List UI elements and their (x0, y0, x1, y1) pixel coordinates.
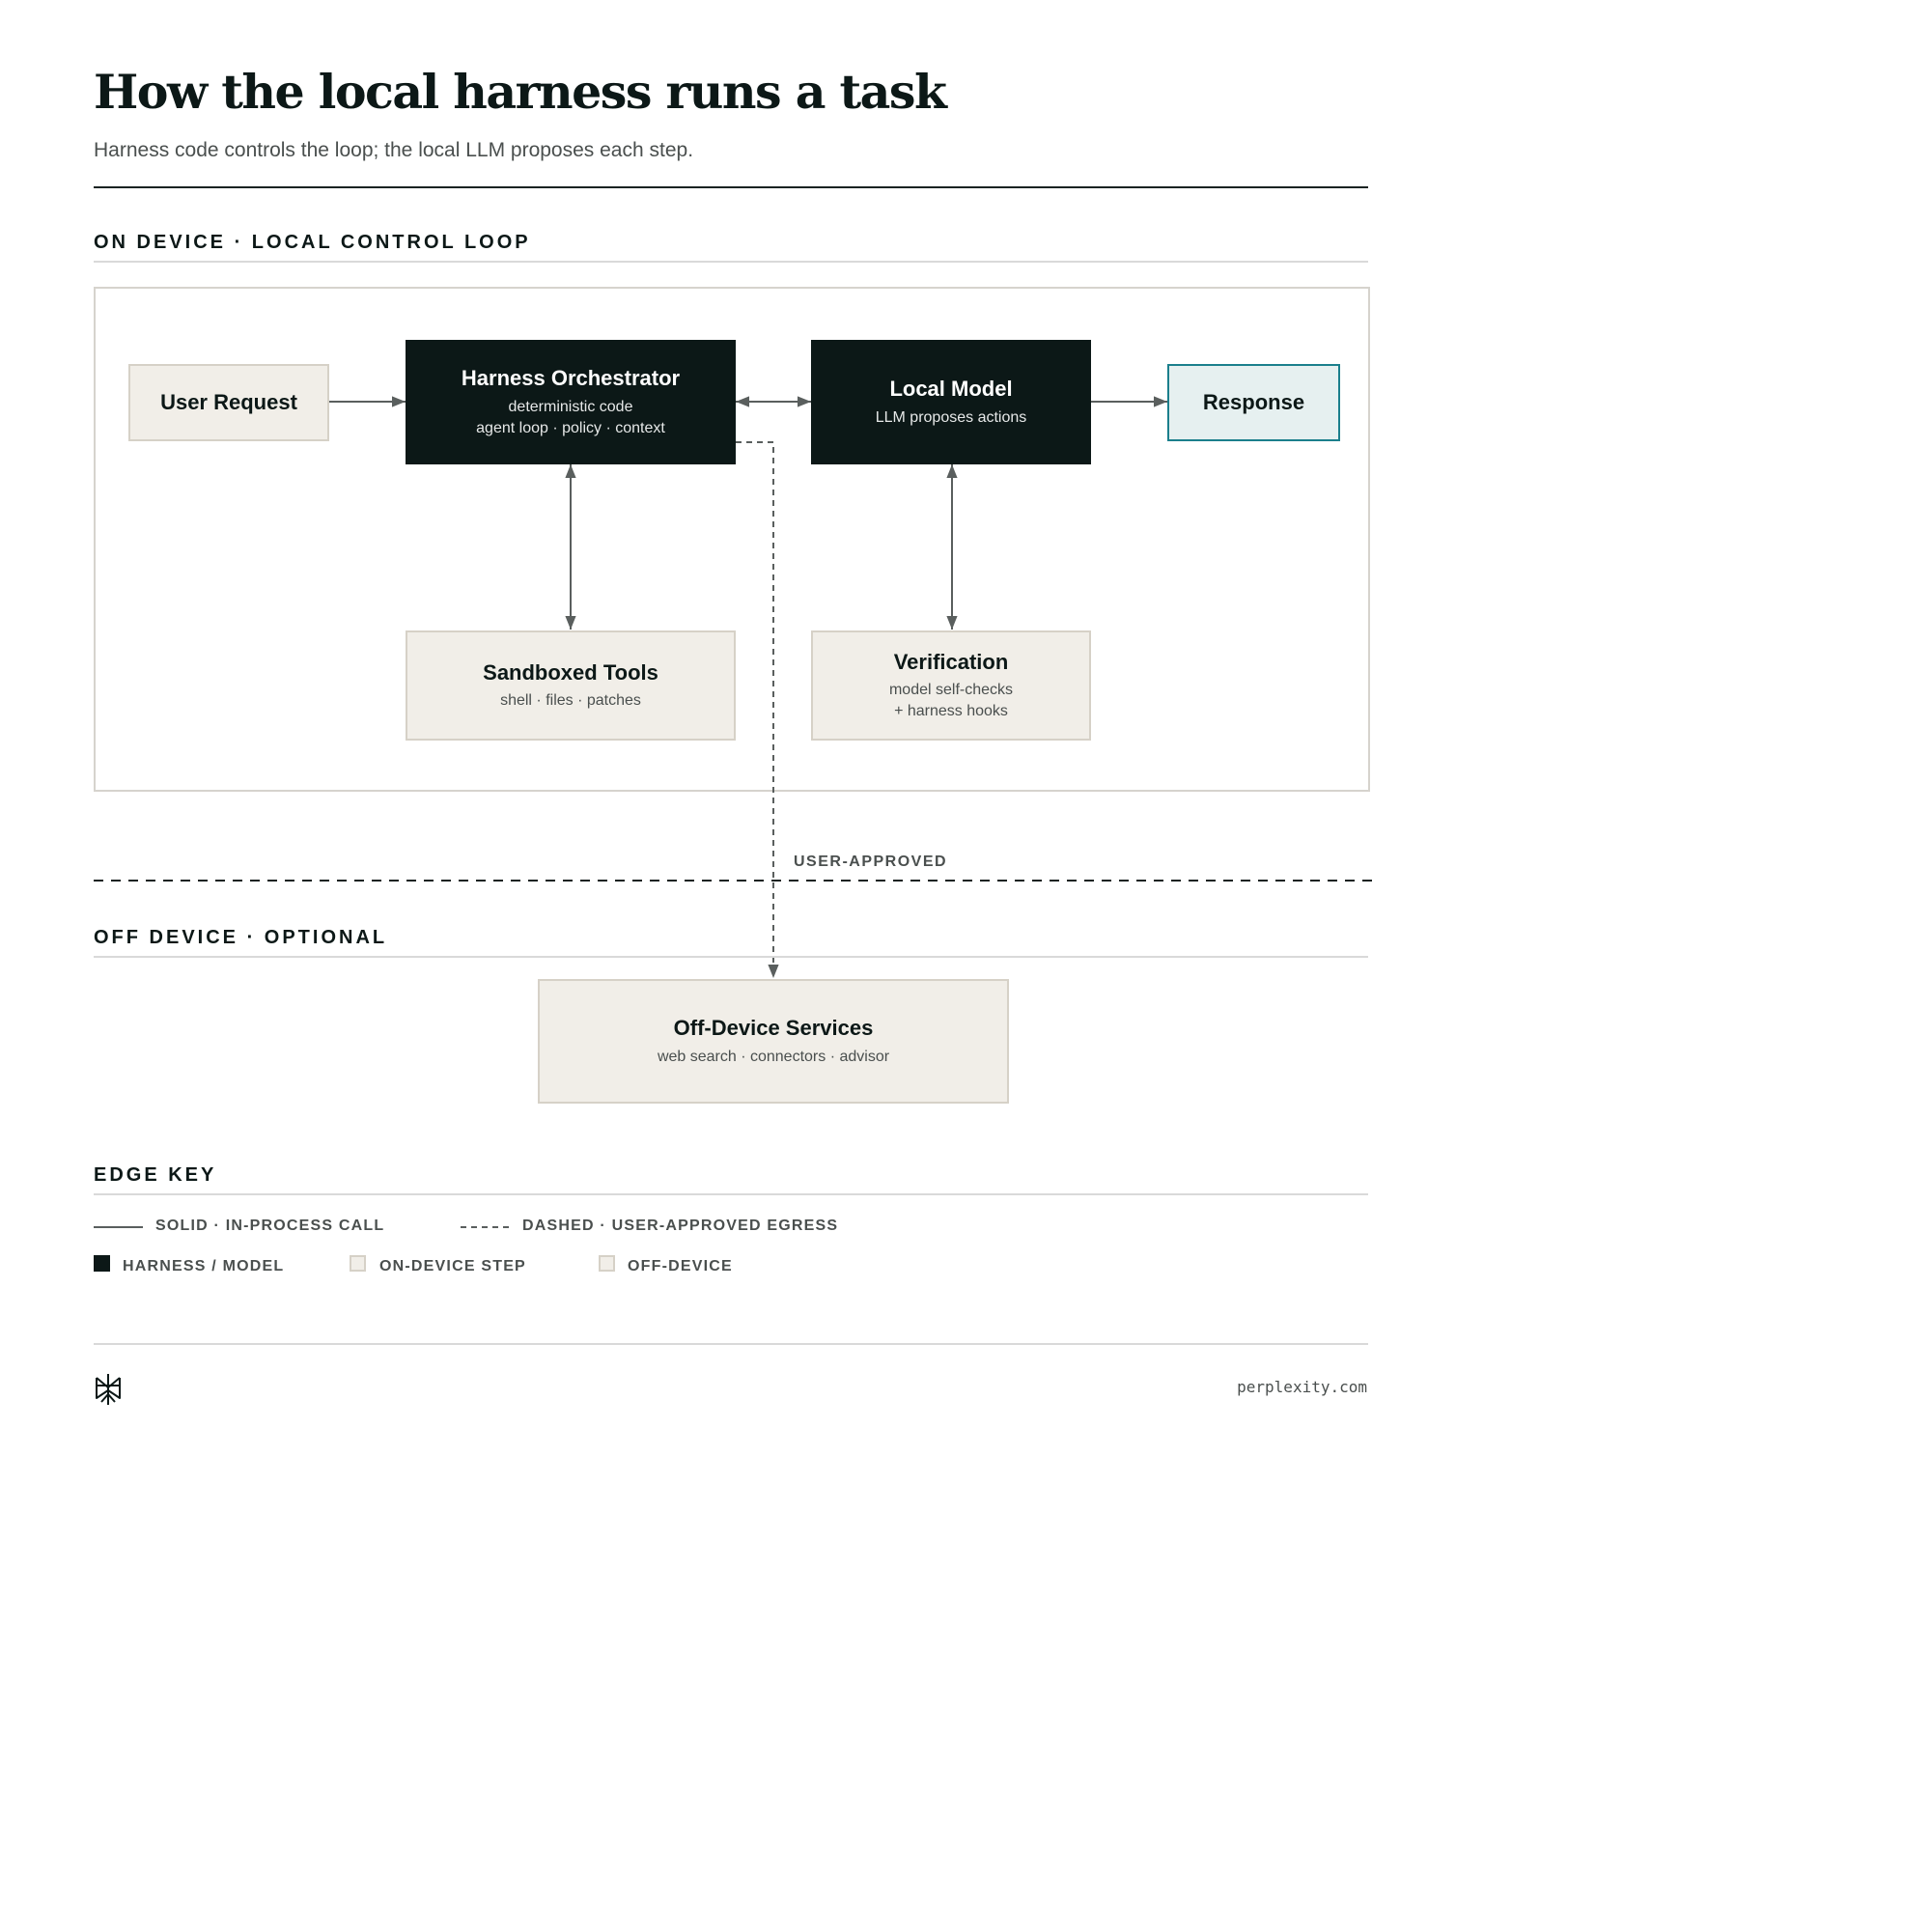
node-response: Response (1167, 364, 1340, 441)
node-orchestrator-line1: deterministic code (508, 399, 633, 415)
node-user-request-title: User Request (160, 390, 297, 414)
key-on-device-step-label: ON-DEVICE STEP (379, 1258, 526, 1274)
page-subtitle: Harness code controls the loop; the loca… (94, 139, 694, 161)
node-local-model-line1: LLM proposes actions (875, 409, 1027, 426)
section-divider-on-device (94, 261, 1368, 263)
node-verification-line1: model self-checks (888, 682, 1014, 698)
section-label-on-device: ON DEVICE · LOCAL CONTROL LOOP (94, 232, 531, 253)
boundary-label: USER-APPROVED (794, 854, 948, 870)
node-offdevice-line1: web search · connectors · advisor (657, 1049, 890, 1065)
section-divider-off-device (94, 956, 1368, 958)
section-label-edge-key: EDGE KEY (94, 1164, 217, 1186)
key-dashed-label: DASHED · USER-APPROVED EGRESS (522, 1218, 839, 1234)
node-local-model: Local Model LLM proposes actions (811, 340, 1091, 464)
section-label-off-device: OFF DEVICE · OPTIONAL (94, 927, 388, 948)
key-harness-model-label: HARNESS / MODEL (123, 1258, 285, 1274)
key-off-device-label: OFF-DEVICE (628, 1258, 733, 1274)
node-orchestrator-line2: agent loop · policy · context (476, 420, 665, 436)
page-title: How the local harness runs a task (94, 64, 947, 120)
node-verification-line2: + harness hooks (894, 703, 1008, 719)
key-swatch-on-device-step (350, 1255, 366, 1272)
node-user-request: User Request (128, 364, 329, 441)
node-sandboxed-tools: Sandboxed Tools shell · files · patches (406, 630, 736, 741)
section-divider-edge-key (94, 1193, 1368, 1195)
key-solid-label: SOLID · IN-PROCESS CALL (155, 1218, 385, 1234)
footer-divider (94, 1343, 1368, 1345)
node-verification-title: Verification (893, 650, 1009, 674)
node-offdevice-title: Off-Device Services (673, 1016, 874, 1040)
node-tools-line1: shell · files · patches (500, 692, 641, 709)
node-local-model-title: Local Model (889, 377, 1013, 401)
key-swatch-off-device (599, 1255, 615, 1272)
key-swatch-harness-model (94, 1255, 110, 1272)
node-orchestrator-title: Harness Orchestrator (461, 366, 681, 390)
node-verification: Verification model self-checks + harness… (811, 630, 1091, 741)
footer-url: perplexity.com (1237, 1378, 1367, 1396)
node-tools-title: Sandboxed Tools (483, 660, 658, 685)
header-divider (94, 186, 1368, 188)
node-harness-orchestrator: Harness Orchestrator deterministic code … (406, 340, 736, 464)
perplexity-logo-icon (94, 1373, 123, 1406)
node-response-title: Response (1202, 390, 1305, 414)
node-off-device-services: Off-Device Services web search · connect… (538, 979, 1009, 1104)
